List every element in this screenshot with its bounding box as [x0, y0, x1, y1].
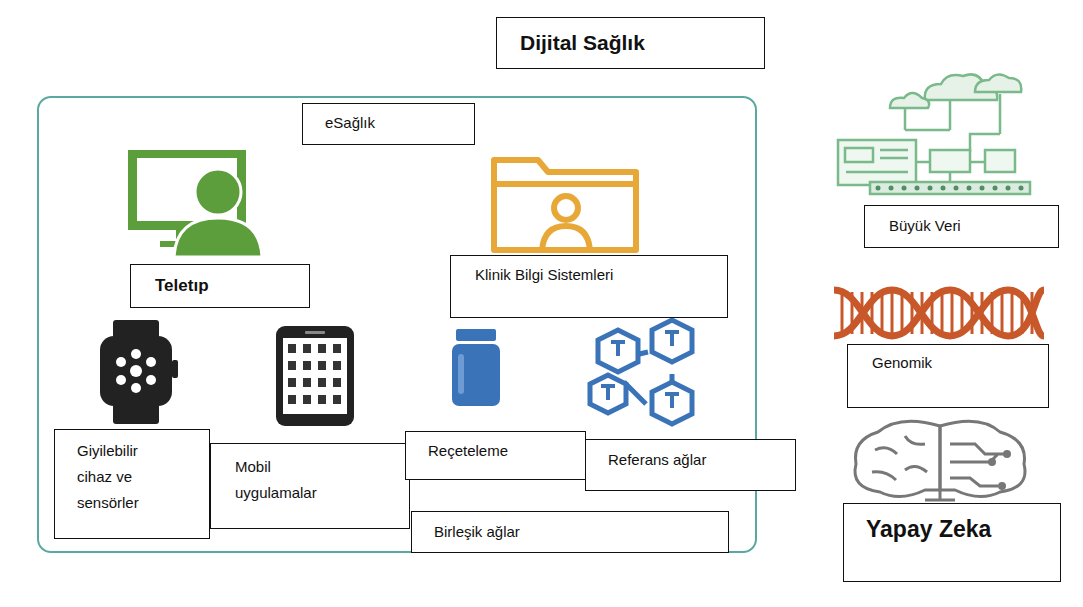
- label-box: Büyük Veri: [864, 205, 1059, 248]
- diagram-title: Dijital Sağlık: [520, 31, 754, 55]
- bottle-icon: [452, 329, 500, 406]
- box-label: Teletıp: [155, 276, 299, 296]
- label-box: Giyilebilir cihaz ve sensörler: [54, 429, 210, 539]
- watch-icon: [100, 320, 178, 424]
- box-label: Reçeteleme: [428, 442, 577, 459]
- label-box: Reçeteleme: [405, 431, 586, 480]
- phone-icon: [276, 326, 354, 426]
- box-label: Birleşik ağlar: [434, 523, 720, 540]
- label-box: Genomik: [847, 344, 1049, 408]
- box-label: Yapay Zeka: [866, 516, 1052, 543]
- big-data-icon: [838, 74, 1030, 194]
- group-frame: eSağlıkTeletıp Klinik Bilgi SistemleriGiy…: [37, 96, 757, 553]
- box-label: Klinik Bilgi Sistemleri: [475, 266, 717, 283]
- dna-icon: [834, 290, 1044, 336]
- label-box: Yapay Zeka: [843, 503, 1061, 582]
- box-label: Referans ağlar: [608, 451, 787, 468]
- label-box: Referans ağlar: [585, 439, 796, 491]
- folder-icon: [494, 160, 636, 250]
- label-box: Teletıp: [130, 264, 310, 308]
- box-label: Mobil uygulamalar: [235, 454, 345, 506]
- box-label: Giyilebilir cihaz ve sensörler: [77, 438, 173, 516]
- group-heading-box: eSağlık: [302, 103, 475, 145]
- label-box: Klinik Bilgi Sistemleri: [450, 255, 728, 318]
- group-heading: eSağlık: [325, 114, 466, 131]
- title-box: Dijital Sağlık: [496, 17, 765, 69]
- box-label: Genomik: [872, 354, 1040, 371]
- box-label: Büyük Veri: [889, 217, 1050, 234]
- telemedicine-icon: [128, 150, 262, 257]
- network-icon: [590, 320, 692, 424]
- label-box: Mobil uygulamalar: [210, 443, 410, 529]
- label-box: Birleşik ağlar: [411, 511, 729, 553]
- brain-icon: [855, 421, 1025, 500]
